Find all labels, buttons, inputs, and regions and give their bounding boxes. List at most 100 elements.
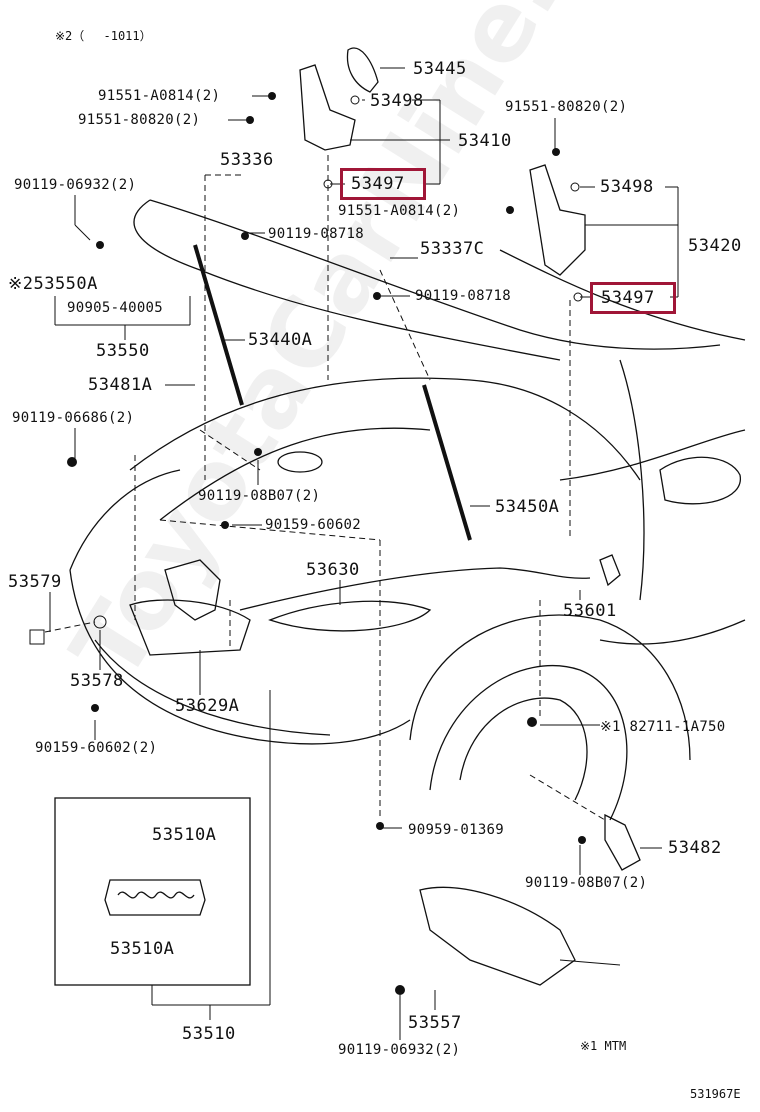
label-53550a: ※253550A [8,274,98,294]
label-53482: 53482 [668,838,722,858]
label-53410: 53410 [458,131,512,151]
bolt [268,92,276,100]
bolt [221,521,229,529]
inset-box [54,797,251,986]
left-hinge [299,64,356,151]
fender-top [129,377,641,481]
label-53557: 53557 [408,1013,462,1033]
wheel-arch [409,614,691,761]
label-90119-06932-top: 90119-06932(2) [14,177,137,193]
bumper-face [69,569,411,745]
lock-support [129,599,251,656]
label-53630: 53630 [306,560,360,580]
cushion [93,615,107,629]
inner-panel [159,427,431,521]
washer [350,95,360,105]
bumper-lower [94,639,331,736]
bolt [527,717,537,727]
dash-line [199,429,261,471]
label-53497-left: 53497 [351,174,405,194]
label-91551-a0814-top: 91551-A0814(2) [98,88,221,104]
radiator-support [419,886,576,986]
label-53578: 53578 [70,671,124,691]
bolt [91,704,99,712]
washer [323,179,333,189]
right-strut [422,384,472,541]
label-53337c: 53337C [420,239,485,259]
bolt [241,232,249,240]
spring-coil [117,891,195,899]
label-53497-right: 53497 [601,288,655,308]
grommet [29,629,45,645]
right-hinge [529,164,586,276]
label-53481a: 53481A [88,375,153,395]
bolt [552,148,560,156]
bracket-53482 [604,813,641,871]
bolt [254,448,262,456]
dash-line [159,519,381,541]
label-53445: 53445 [413,59,467,79]
spring-clip [104,879,206,916]
cable [239,567,591,611]
washer [573,292,583,302]
bolt [376,822,384,830]
dash-line [44,621,96,633]
bolt [506,206,514,214]
bolt [96,241,104,249]
label-53510a-top: 53510A [152,825,217,845]
leader [74,224,91,241]
label-53579: 53579 [8,572,62,592]
a-pillar [619,359,645,601]
label-91551-a0814-mid: 91551-A0814(2) [338,203,461,219]
bolt [67,457,77,467]
bolt [246,116,254,124]
hood-lock [164,559,221,621]
highlight-53497-right [590,282,676,314]
bracket-53445 [346,47,379,93]
washer-hole [277,451,323,473]
label-90119-06686: 90119-06686(2) [12,410,135,426]
rocker-line [599,619,746,645]
label-53510: 53510 [182,1024,236,1044]
mirror [659,456,741,505]
washer [570,182,580,192]
tire-outer [429,665,628,821]
label-82711-1a750: ※1 82711-1A750 [600,719,726,735]
label-90959-01369: 90959-01369 [408,822,505,838]
hood-outline [149,199,721,350]
dash-line [379,269,431,381]
label-90119-08b07-b: 90119-08B07(2) [525,875,648,891]
hood-front-edge [133,199,561,361]
header-note: ※2（ -1011） [55,29,152,43]
footnote: ※1 MTM [580,1039,627,1053]
label-53498-right: 53498 [600,177,654,197]
bolt [395,985,405,995]
body-side [559,429,746,481]
label-90159-60602-a: 90159-60602 [265,517,362,533]
label-90119-06932-bot: 90119-06932(2) [338,1042,461,1058]
latch-bracket [599,554,621,587]
label-53336: 53336 [220,150,274,170]
bolt [578,836,586,844]
label-91551-80820-right: 91551-80820(2) [505,99,628,115]
label-53550: 53550 [96,341,150,361]
label-90119-08718-a: 90119-08718 [268,226,365,242]
label-90119-08b07-a: 90119-08B07(2) [198,488,321,504]
label-90119-08718-b: 90119-08718 [415,288,512,304]
windshield-line [499,249,746,341]
label-53450a: 53450A [495,497,560,517]
label-91551-80820-left: 91551-80820(2) [78,112,201,128]
label-90905-40005: 90905-40005 [67,300,164,316]
label-53629a: 53629A [175,696,240,716]
label-53440a: 53440A [248,330,313,350]
label-53601: 53601 [563,601,617,621]
dash-line [529,774,606,821]
leader [559,959,621,966]
label-53510a-bot: 53510A [110,939,175,959]
label-53498-top: 53498 [370,91,424,111]
highlight-53497-left [340,168,426,200]
label-90159-60602-b: 90159-60602(2) [35,740,158,756]
headlamp [268,600,432,632]
bolt [373,292,381,300]
